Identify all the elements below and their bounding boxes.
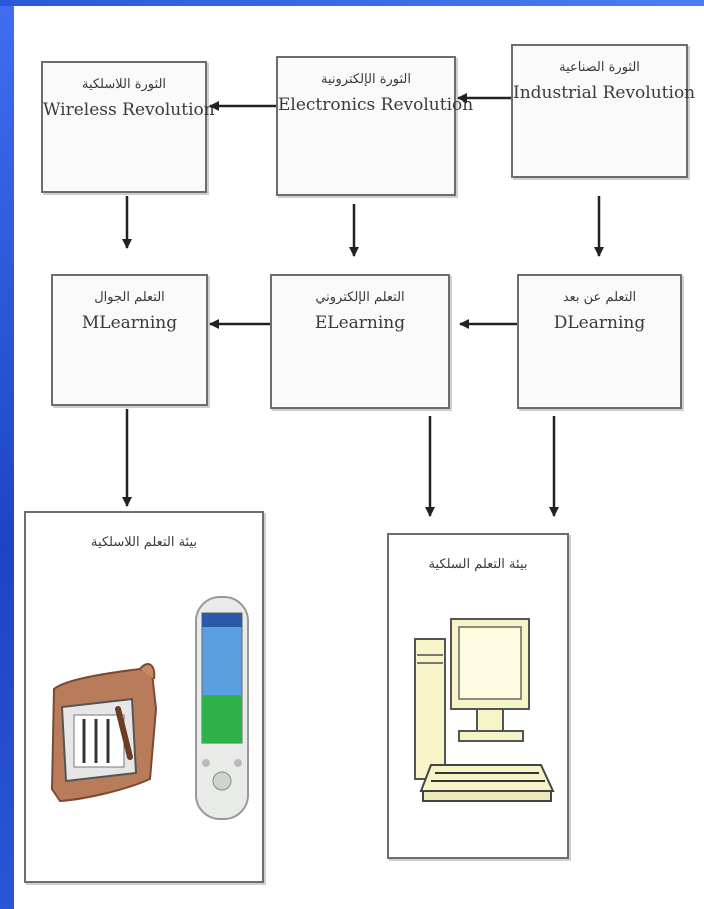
industrial-revolution-arabic: الثورة الصناعية: [559, 60, 640, 75]
dlearning-arabic: التعلم عن بعد: [562, 290, 637, 305]
slide-frame-left: [0, 0, 14, 909]
mlearning-english: MLearning: [81, 313, 178, 333]
mlearning-box: التعلم الجوال MLearning: [51, 274, 208, 406]
industrial-revolution-box: الثورة الصناعية Industrial Revolution: [511, 44, 696, 178]
diagram-canvas: الثورة الصناعية Industrial Revolution ال…: [14, 6, 704, 909]
desktop-computer-icon: [414, 618, 555, 802]
mobile-phone-icon: [50, 663, 158, 803]
wireless-revolution-arabic: الثورة اللاسلكية: [81, 77, 167, 92]
wireless-revolution-english: Wireless Revolution: [43, 100, 215, 120]
wired-environment-title: بيئة التعلم السلكية: [428, 557, 528, 572]
flow-arrows: [122, 93, 604, 517]
wireless-environment-box: بيئة التعلم اللاسلكية: [24, 511, 264, 883]
electronics-revolution-box: الثورة الإلكترونية Electronics Revolutio…: [276, 56, 474, 196]
elearning-english: ELearning: [314, 313, 406, 333]
slide-frame-top: [0, 0, 704, 6]
industrial-revolution-english: Industrial Revolution: [513, 83, 696, 103]
dlearning-english: DLearning: [553, 313, 646, 333]
wireless-revolution-box: الثورة اللاسلكية Wireless Revolution: [41, 61, 215, 193]
elearning-arabic: التعلم الإلكتروني: [315, 290, 405, 305]
elearning-box: التعلم الإلكتروني ELearning: [270, 274, 450, 409]
dlearning-box: التعلم عن بعد DLearning: [517, 274, 682, 409]
mlearning-arabic: التعلم الجوال: [94, 290, 165, 305]
wireless-environment-title: بيئة التعلم اللاسلكية: [90, 535, 198, 550]
electronics-revolution-english: Electronics Revolution: [278, 95, 474, 115]
electronics-revolution-arabic: الثورة الإلكترونية: [321, 72, 411, 87]
pda-device-icon: [195, 596, 249, 820]
wired-environment-box: بيئة التعلم السلكية: [387, 533, 569, 859]
